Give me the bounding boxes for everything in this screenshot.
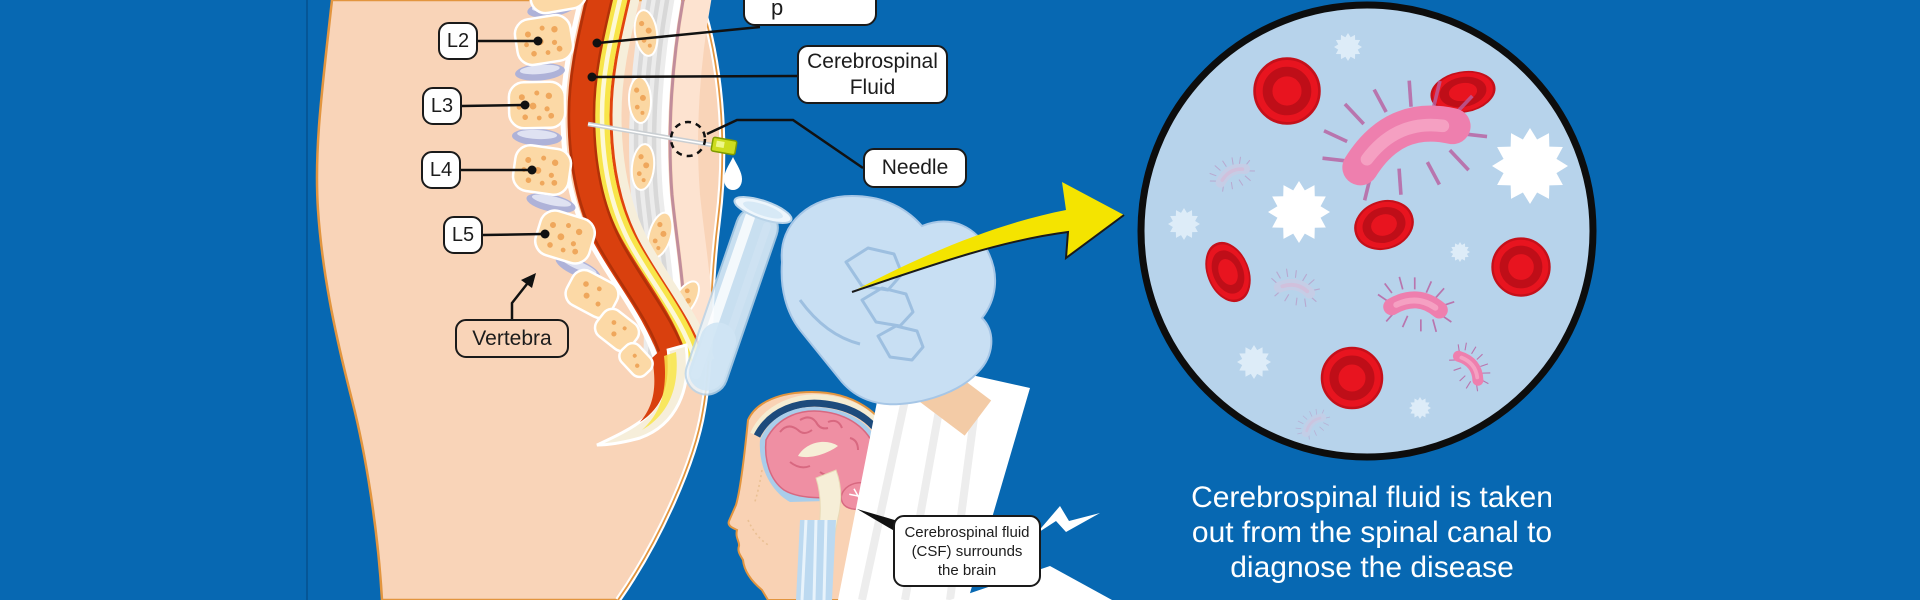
needle-hub xyxy=(710,136,738,156)
spinous-processes xyxy=(627,9,700,320)
spine-illustration xyxy=(507,0,715,447)
csf-drop-icon xyxy=(724,157,742,190)
yellow-arrow-icon xyxy=(851,182,1125,293)
arm-and-sample xyxy=(684,194,1112,600)
test-tube-icon xyxy=(684,196,793,396)
label-l4: L4 xyxy=(421,151,461,189)
needle-assembly xyxy=(587,120,742,190)
csf-brain-pointer xyxy=(857,509,898,533)
label-vertebra: Vertebra xyxy=(455,319,569,358)
label-l2: L2 xyxy=(438,22,478,60)
label-csf-brain: Cerebrospinal fluid (CSF) surrounds the … xyxy=(893,515,1041,587)
glove-icon xyxy=(780,194,997,406)
label-l5: L5 xyxy=(443,216,483,254)
label-cerebrospinal-fluid: Cerebrospinal Fluid xyxy=(797,45,948,104)
label-l3: L3 xyxy=(422,87,462,125)
label-spinal-cord-text: p xyxy=(771,0,784,20)
label-spinal-cord-partial: p xyxy=(743,0,877,26)
background-seam xyxy=(306,0,308,600)
sacrum xyxy=(564,268,620,320)
caption-line-3: diagnose the disease xyxy=(1230,551,1514,584)
label-needle: Needle xyxy=(863,148,967,188)
spinal-cord-band xyxy=(567,0,687,365)
spine-tail xyxy=(596,343,689,447)
vertebra-arrowhead xyxy=(521,273,536,288)
caption-line-2: out from the spinal canal to xyxy=(1191,516,1553,549)
microscope-view xyxy=(1137,1,1597,461)
paper-crease-shape xyxy=(1036,506,1100,534)
vertebral-bodies xyxy=(507,0,654,379)
vertebra-l2 xyxy=(513,13,575,67)
puncture-site-circle xyxy=(669,120,707,158)
caption-line-1: Cerebrospinal fluid is taken xyxy=(1191,481,1553,514)
leader-lines xyxy=(461,25,898,533)
